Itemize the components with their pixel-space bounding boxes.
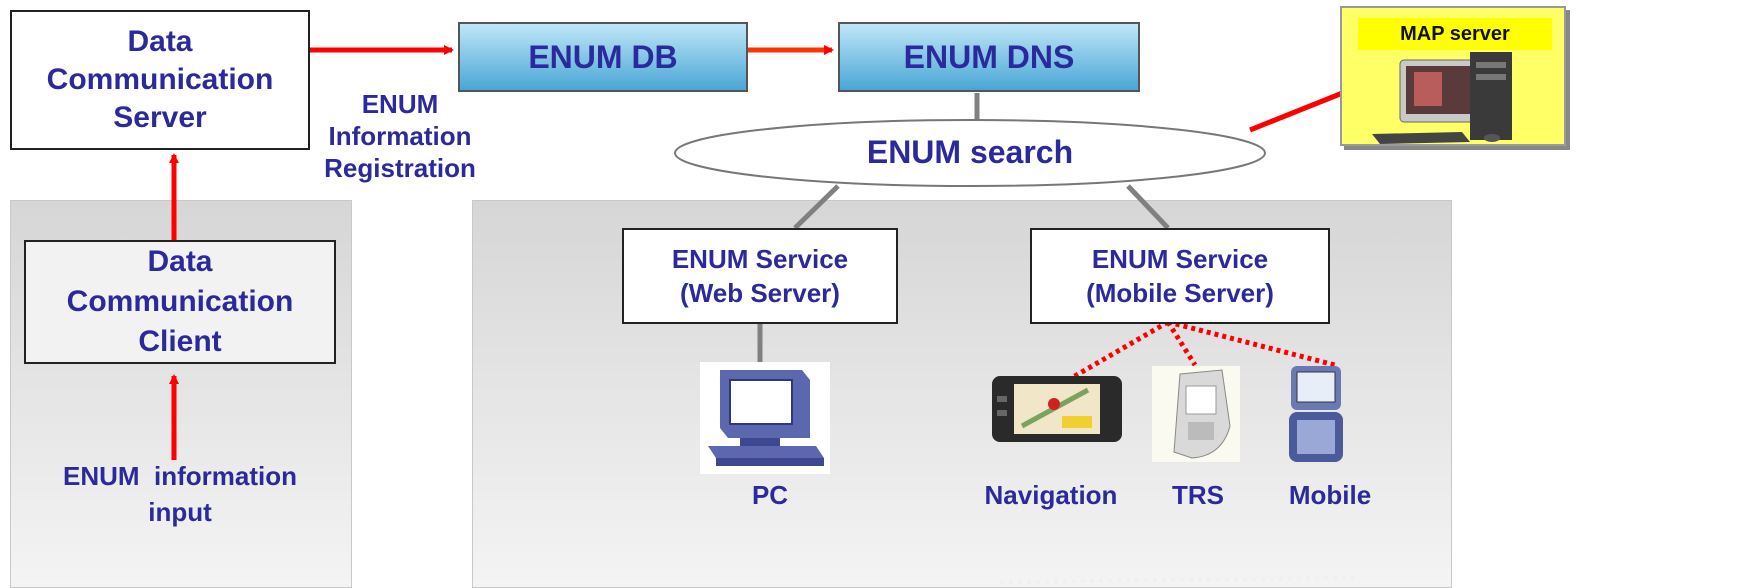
enum-information-registration-label: ENUM Information Registration xyxy=(324,89,476,183)
trs-phone-icon xyxy=(1152,366,1240,462)
desktop-computer-icon xyxy=(1372,52,1512,144)
navigation-label: Navigation xyxy=(984,480,1118,510)
enum-db-box: ENUM DB xyxy=(458,22,748,92)
data-communication-client: Data Communication Client xyxy=(24,240,336,364)
enum-dns-box: ENUM DNS xyxy=(838,22,1140,92)
enum-service-mobile-server: ENUM Service (Mobile Server) xyxy=(1030,228,1330,324)
bottom-dotted-line xyxy=(999,576,1361,584)
enum-search-ellipse xyxy=(674,119,1266,187)
line-search-to-mobile xyxy=(1126,184,1170,230)
navigation-device-icon xyxy=(992,376,1122,442)
mobile-phone-icon xyxy=(1289,366,1343,462)
data-communication-server: Data Communication Server xyxy=(10,10,310,150)
map-server-card: MAP server xyxy=(1340,6,1566,146)
pc-icon xyxy=(700,362,830,474)
pc-label: PC xyxy=(751,480,789,510)
mobile-label: Mobile xyxy=(1288,480,1372,510)
trs-label: TRS xyxy=(1172,480,1224,510)
line-search-to-web xyxy=(793,184,840,230)
enum-service-mobile-server-label: ENUM Service (Mobile Server) xyxy=(1086,244,1274,308)
line-search-to-map xyxy=(1249,89,1346,133)
enum-search-label: ENUM search xyxy=(866,134,1074,170)
enum-dns-label: ENUM DNS xyxy=(903,38,1075,75)
data-communication-client-label: Data Communication Client xyxy=(66,245,294,358)
map-server-label: MAP server xyxy=(1358,18,1552,50)
enum-db-label: ENUM DB xyxy=(528,38,678,75)
enum-information-input-label: ENUM information input xyxy=(63,461,297,527)
line-mobile-to-trs xyxy=(1165,320,1198,367)
enum-service-web-server: ENUM Service (Web Server) xyxy=(622,228,898,324)
data-communication-server-label: Data Communication Server xyxy=(46,25,274,134)
line-mobile-to-navigation xyxy=(1066,319,1170,383)
enum-service-web-server-label: ENUM Service (Web Server) xyxy=(671,244,849,308)
line-mobile-to-mobile xyxy=(1167,319,1336,368)
